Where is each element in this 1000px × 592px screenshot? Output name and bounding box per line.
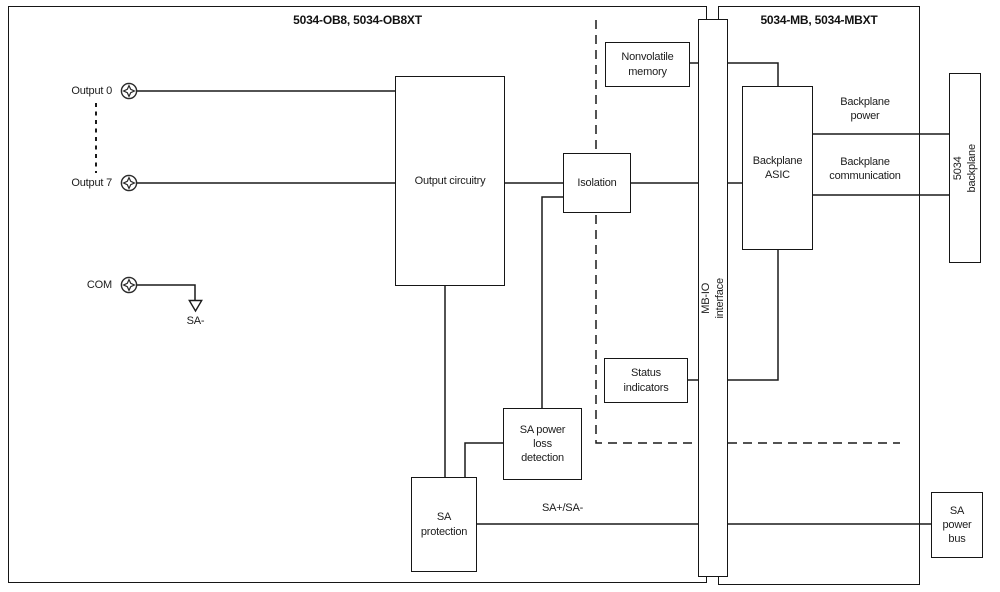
terminal-output0-icon (120, 82, 138, 100)
label-output0: Output 0 (71, 84, 112, 97)
wire-isolation-to-sa-loss (541, 196, 563, 408)
label-backplane-power: Backplane power (840, 96, 890, 122)
block-mbio-interface-label: MB-IO interface (699, 277, 727, 319)
label-backplane-communication: Backplane communication (829, 156, 901, 182)
block-backplane-asic-label: Backplane ASIC (752, 154, 803, 181)
label-sa-minus: SA- (186, 315, 205, 327)
block-isolation: Isolation (563, 153, 631, 213)
terminal-output7-icon (120, 174, 138, 192)
block-nonvolatile-memory: Nonvolatile memory (605, 42, 690, 87)
block-output-circuitry: Output circuitry (395, 76, 505, 286)
wire-asic-bottom-to-mbio (728, 250, 779, 381)
block-isolation-label: Isolation (577, 176, 617, 189)
block-5034-backplane: 5034 backplane (949, 73, 981, 263)
block-mbio-interface: MB-IO interface (698, 19, 728, 577)
label-sa-bus: SA+/SA- (541, 502, 584, 514)
label-com: COM (86, 278, 112, 291)
block-status-indicators: Status indicators (604, 358, 688, 403)
block-sa-protection: SA protection (411, 477, 477, 572)
block-sa-power-loss-detection: SA power loss detection (503, 408, 582, 480)
block-backplane-asic: Backplane ASIC (742, 86, 813, 250)
block-sa-protection-label: SA protection (420, 511, 468, 538)
terminal-com-icon (120, 276, 138, 294)
wire-sa-loss-to-sa-protection (464, 442, 503, 477)
block-output-circuitry-label: Output circuitry (414, 174, 486, 187)
terminal-icons (120, 82, 138, 294)
block-sa-power-bus-label: SA power bus (942, 504, 972, 546)
sa-minus-arrow-icon (188, 299, 203, 313)
block-sa-power-loss-detection-label: SA power loss detection (519, 423, 566, 465)
region-title-output-module: 5034-OB8, 5034-OB8XT (293, 13, 422, 27)
block-nonvolatile-memory-label: Nonvolatile memory (621, 51, 674, 78)
block-sa-power-bus: SA power bus (931, 492, 983, 558)
wire-com-to-sa-minus (137, 284, 196, 300)
block-5034-backplane-label: 5034 backplane (951, 143, 979, 193)
wire-mbio-to-asic-top (728, 62, 779, 86)
region-title-mb-module: 5034-MB, 5034-MBXT (760, 13, 878, 27)
block-status-indicators-label: Status indicators (623, 367, 669, 394)
label-output7: Output 7 (71, 176, 112, 189)
